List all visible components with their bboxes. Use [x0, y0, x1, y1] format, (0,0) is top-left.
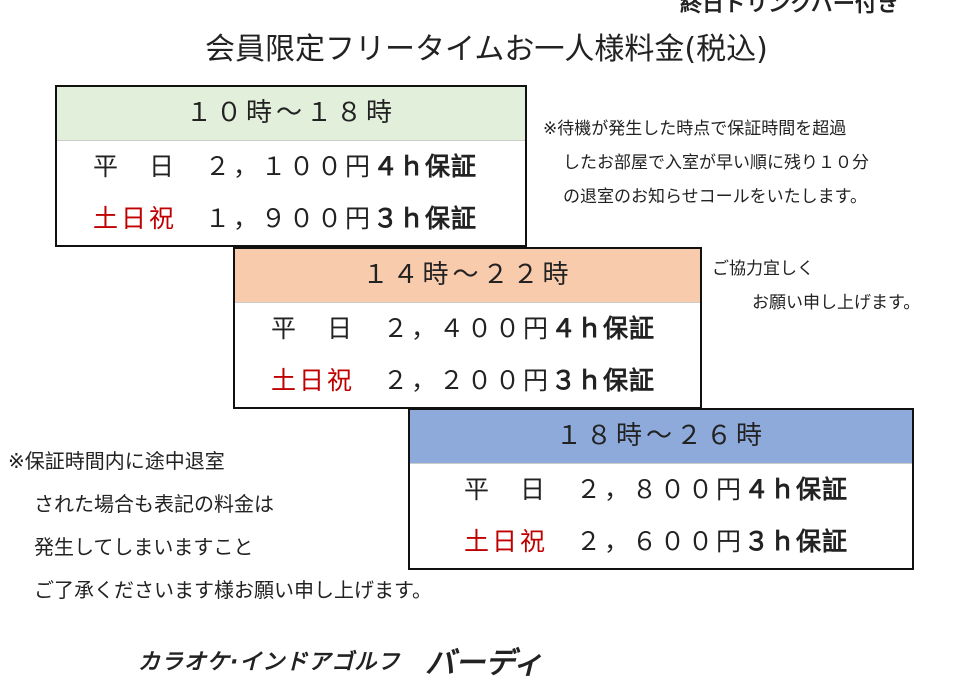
day-label: 土日祝: [464, 527, 549, 556]
note-line: された場合も表記の料金は: [34, 492, 274, 516]
day-label: 土日祝: [93, 204, 178, 233]
plan-time: １８時〜２６時: [410, 410, 912, 464]
waiting-note: ※待機が発生した時点で保証時間を超過 したお部屋で入室が早い順に残り１０分 の退…: [543, 112, 869, 214]
guarantee: ４ｈ保証: [373, 152, 478, 181]
day-label: 土日祝: [271, 366, 356, 395]
page-title: 会員限定フリータイムお一人様料金(税込): [205, 32, 768, 67]
plan-time: １４時〜２２時: [235, 249, 700, 303]
guarantee: ３ｈ保証: [744, 527, 849, 556]
plan-time: １０時〜１８時: [57, 87, 525, 141]
price: ２，６００円: [576, 527, 745, 556]
day-label: 平 日: [271, 314, 356, 343]
day-label: 平 日: [93, 152, 178, 181]
price: １，９００円: [205, 204, 374, 233]
price: ２，１００円: [205, 152, 374, 181]
logo-name: バーディ: [425, 646, 543, 681]
thanks-note: ご協力宜しく お願い申し上げます。: [712, 252, 920, 320]
note-line: したお部屋で入室が早い順に残り１０分: [563, 153, 869, 173]
plan-row-weekday: 平 日 ２，８００円４ｈ保証: [410, 464, 912, 516]
guarantee: ４ｈ保証: [744, 475, 849, 504]
early-leave-note: ※保証時間内に途中退室 された場合も表記の料金は 発生してしまいますこと ご了承…: [8, 440, 432, 612]
day-label: 平 日: [464, 475, 549, 504]
note-line: 発生してしまいますこと: [34, 535, 254, 559]
top-banner: 終日ドリンクバー付き: [680, 0, 899, 17]
plan-row-holiday: 土日祝 ２，６００円３ｈ保証: [410, 516, 912, 568]
plan-box-10-18: １０時〜１８時 平 日 ２，１００円４ｈ保証 土日祝 １，９００円３ｈ保証: [55, 85, 527, 247]
note-line: ※保証時間内に途中退室: [8, 449, 225, 473]
note-line: お願い申し上げます。: [752, 293, 921, 313]
plan-row-holiday: 土日祝 ２，２００円３ｈ保証: [235, 355, 700, 407]
price: ２，４００円: [383, 314, 552, 343]
note-line: の退室のお知らせコールをいたします。: [563, 187, 867, 207]
plan-row-weekday: 平 日 ２，１００円４ｈ保証: [57, 141, 525, 193]
guarantee: ３ｈ保証: [373, 204, 478, 233]
plan-row-weekday: 平 日 ２，４００円４ｈ保証: [235, 303, 700, 355]
note-line: ※待機が発生した時点で保証時間を超過: [543, 119, 847, 139]
guarantee: ４ｈ保証: [551, 314, 656, 343]
guarantee: ３ｈ保証: [551, 366, 656, 395]
plan-box-18-26: １８時〜２６時 平 日 ２，８００円４ｈ保証 土日祝 ２，６００円３ｈ保証: [408, 408, 914, 570]
plan-row-holiday: 土日祝 １，９００円３ｈ保証: [57, 193, 525, 245]
note-line: ご了承くださいます様お願い申し上げます。: [34, 578, 432, 602]
price: ２，２００円: [383, 366, 552, 395]
logo-text: カラオケ·インドアゴルフ: [138, 650, 401, 675]
note-line: ご協力宜しく: [712, 259, 814, 279]
plan-box-14-22: １４時〜２２時 平 日 ２，４００円４ｈ保証 土日祝 ２，２００円３ｈ保証: [233, 247, 702, 409]
price: ２，８００円: [576, 475, 745, 504]
